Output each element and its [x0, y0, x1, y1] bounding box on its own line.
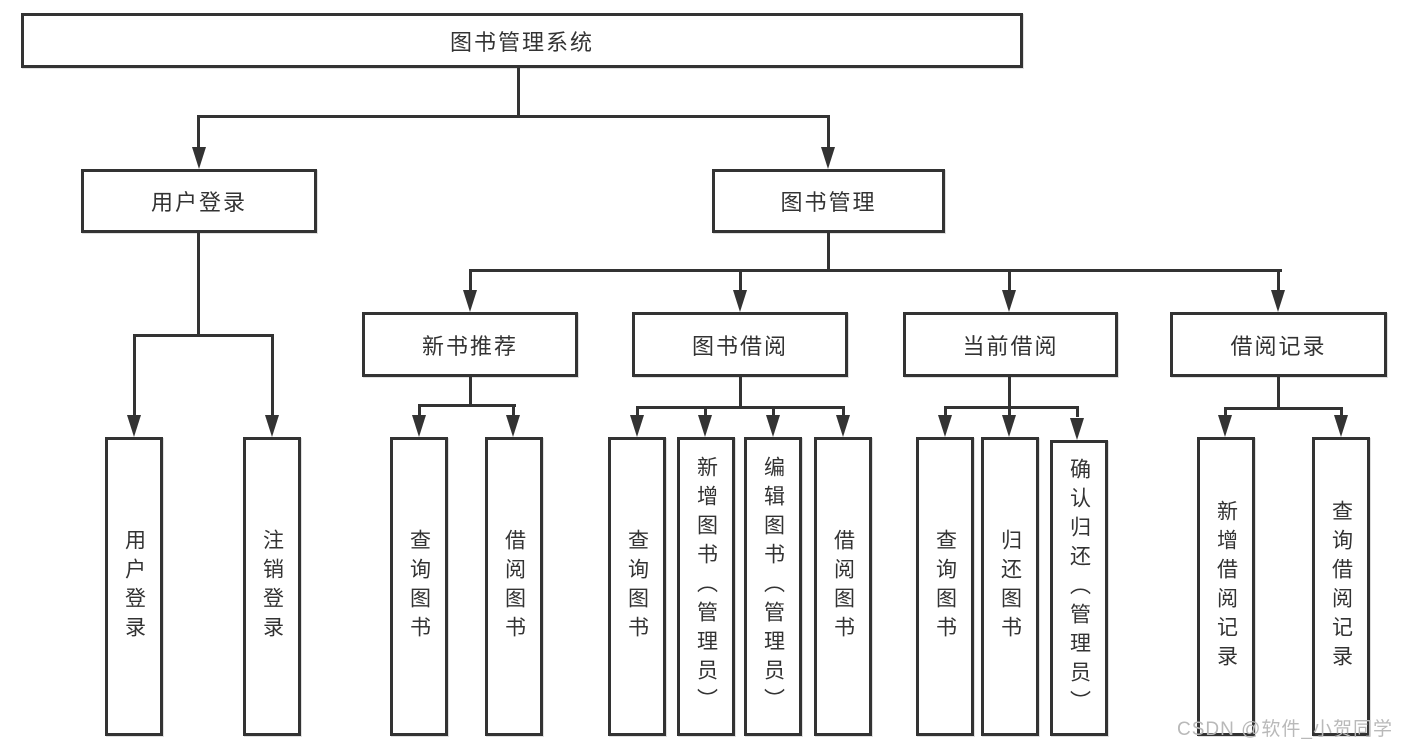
arrowhead-down-icon [1070, 418, 1084, 440]
connector-line [636, 406, 639, 417]
connector-line [197, 115, 830, 118]
connector-line [271, 334, 274, 417]
node-book-borrow: 图书借阅 [632, 312, 848, 377]
connector-line [1008, 377, 1011, 408]
node-label: 图书管理 [780, 190, 877, 215]
arrowhead-down-icon [733, 290, 747, 312]
leaf-label: 确认归还（管理员） [1067, 457, 1091, 719]
arrowhead-down-icon [1218, 415, 1232, 437]
node-label: 新书推荐 [421, 333, 518, 359]
connector-line [133, 334, 274, 337]
connector-line [1008, 406, 1011, 417]
connector-line [197, 233, 200, 336]
leaf-query-books-2: 查询图书 [608, 437, 666, 736]
connector-line [418, 404, 421, 417]
arrowhead-down-icon [1271, 290, 1285, 312]
node-new-book-recommend: 新书推荐 [362, 312, 578, 377]
connector-line [1224, 407, 1227, 417]
arrowhead-down-icon [698, 415, 712, 437]
leaf-add-books-admin: 新增图书（管理员） [677, 437, 735, 736]
arrowhead-down-icon [630, 415, 644, 437]
connector-line [197, 115, 200, 149]
node-root-label: 图书管理系统 [449, 29, 594, 55]
arrowhead-down-icon [1334, 415, 1348, 437]
arrowhead-down-icon [938, 415, 952, 437]
connector-line [827, 115, 830, 149]
node-current-borrow: 当前借阅 [903, 312, 1118, 377]
connector-line [944, 406, 1079, 409]
leaf-add-borrow-record: 新增借阅记录 [1197, 437, 1255, 736]
leaf-return-books: 归还图书 [981, 437, 1039, 736]
connector-line [944, 406, 947, 417]
leaf-label: 借阅图书 [502, 528, 526, 645]
connector-line [739, 377, 742, 408]
node-label: 图书借阅 [691, 333, 788, 359]
leaf-label: 新增借阅记录 [1214, 499, 1238, 674]
arrowhead-down-icon [127, 415, 141, 437]
node-label: 当前借阅 [962, 333, 1059, 359]
leaf-label: 新增图书（管理员） [694, 456, 718, 717]
connector-line [1277, 269, 1280, 293]
leaf-label: 查询图书 [407, 528, 431, 645]
arrowhead-down-icon [821, 147, 835, 169]
leaf-label: 注销登录 [260, 528, 284, 645]
csdn-watermark: CSDN @软件_小贺同学 [1177, 719, 1393, 740]
leaf-query-borrow-record: 查询借阅记录 [1312, 437, 1370, 736]
connector-line [469, 269, 472, 293]
connector-line [704, 406, 707, 417]
arrowhead-down-icon [1002, 415, 1016, 437]
node-label: 借阅记录 [1230, 333, 1327, 359]
node-book-management: 图书管理 [712, 169, 945, 233]
connector-line [1224, 407, 1343, 410]
arrowhead-down-icon [506, 415, 520, 437]
connector-line [636, 406, 845, 409]
arrowhead-down-icon [265, 415, 279, 437]
connector-line [418, 404, 516, 407]
connector-line [469, 269, 1282, 272]
connector-line [739, 269, 742, 293]
connector-line [772, 406, 775, 417]
leaf-edit-books-admin: 编辑图书（管理员） [744, 437, 802, 736]
connector-line [1008, 269, 1011, 293]
node-label: 用户登录 [150, 190, 247, 215]
connector-line [469, 377, 472, 406]
connector-line [517, 68, 520, 118]
leaf-label: 归还图书 [998, 528, 1022, 645]
leaf-label: 查询图书 [625, 528, 649, 645]
connector-line [827, 233, 830, 272]
arrowhead-down-icon [412, 415, 426, 437]
connector-line [512, 404, 515, 417]
connector-line [1277, 377, 1280, 409]
arrowhead-down-icon [766, 415, 780, 437]
leaf-borrow-books-2: 借阅图书 [814, 437, 872, 736]
leaf-label: 借阅图书 [831, 528, 855, 645]
leaf-borrow-books-1: 借阅图书 [485, 437, 543, 736]
connector-line [133, 334, 136, 417]
arrowhead-down-icon [1002, 290, 1016, 312]
arrowhead-down-icon [192, 147, 206, 169]
connector-line [842, 406, 845, 417]
leaf-label: 查询借阅记录 [1329, 499, 1353, 674]
leaf-query-books-1: 查询图书 [390, 437, 448, 736]
leaf-label: 编辑图书（管理员） [761, 456, 785, 717]
leaf-logout: 注销登录 [243, 437, 301, 736]
leaf-user-login: 用户登录 [105, 437, 163, 736]
node-root-system: 图书管理系统 [21, 13, 1023, 68]
leaf-query-books-3: 查询图书 [916, 437, 974, 736]
connector-line [1340, 407, 1343, 417]
arrowhead-down-icon [463, 290, 477, 312]
leaf-label: 用户登录 [122, 528, 146, 645]
node-borrow-record: 借阅记录 [1170, 312, 1387, 377]
node-user-login: 用户登录 [81, 169, 317, 233]
leaf-label: 查询图书 [933, 528, 957, 645]
leaf-confirm-return-admin: 确认归还（管理员） [1050, 440, 1108, 736]
arrowhead-down-icon [836, 415, 850, 437]
connector-line [1076, 406, 1079, 417]
